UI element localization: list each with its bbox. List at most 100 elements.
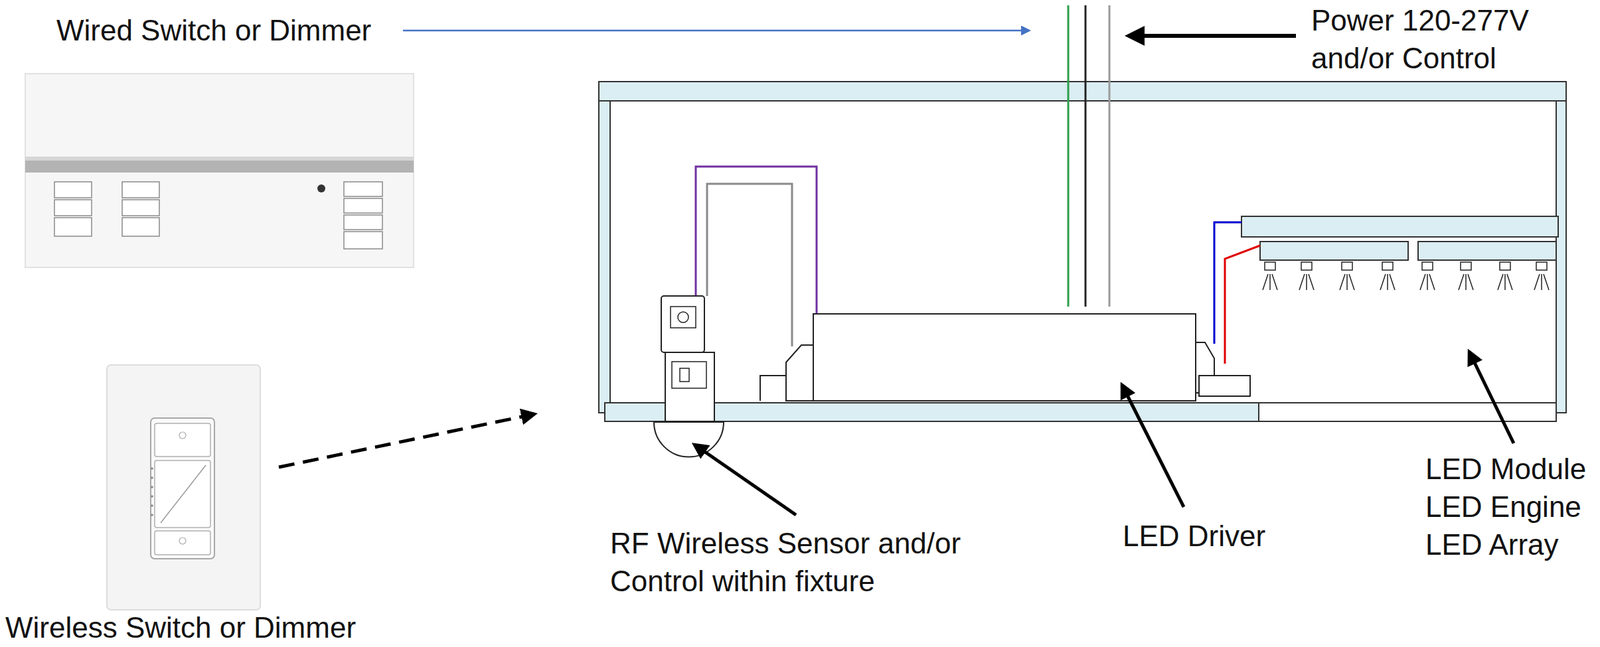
- light-ray: [1389, 274, 1395, 291]
- keypad-button: [343, 231, 383, 249]
- driver-label: LED Driver: [1122, 517, 1336, 556]
- light-ray: [1272, 274, 1278, 291]
- driver-body: [813, 314, 1196, 401]
- led-chip: [1341, 262, 1353, 271]
- keypad-button: [54, 181, 92, 198]
- leader-arrow: [1469, 351, 1514, 444]
- keypad-button: [54, 217, 92, 237]
- driver-tab: [760, 375, 787, 401]
- keypad-button: [343, 215, 383, 230]
- wired-keypad: [25, 73, 414, 268]
- keypad-button: [122, 217, 160, 237]
- led-chip: [1301, 262, 1312, 271]
- dimmer-led: [150, 504, 154, 508]
- led-chip: [1536, 262, 1547, 271]
- light-ray: [1429, 274, 1435, 291]
- led-board: [1260, 241, 1409, 261]
- sensor-label: RF Wireless Sensor and/or Control within…: [610, 524, 982, 601]
- light-ray: [1497, 274, 1504, 291]
- driver-tab: [1199, 375, 1251, 397]
- light-ray: [1308, 274, 1314, 291]
- light-ray: [1507, 274, 1513, 291]
- light-ray: [1458, 274, 1464, 291]
- dimmer-button: [154, 531, 211, 556]
- sensor-detail: [677, 312, 689, 323]
- keypad-band: [25, 160, 414, 173]
- keypad-plate: [25, 73, 414, 268]
- pointer-arrow: [402, 29, 1030, 32]
- dimmer-icon: [179, 537, 186, 545]
- keypad-button: [343, 181, 383, 197]
- led-driver: [760, 314, 1251, 401]
- leader-arrow: [694, 444, 797, 516]
- dimmer-rocker-line: [160, 465, 206, 524]
- switch-label: Wired Switch or Dimmer: [56, 14, 429, 47]
- light-ray: [1543, 274, 1549, 291]
- neutral-wire: [1108, 5, 1111, 307]
- module-label: LED Module LED Engine LED Array: [1425, 450, 1595, 564]
- housing-wall: [1556, 100, 1567, 413]
- rf-sensor: [653, 296, 724, 458]
- dimmer-led: [150, 476, 154, 480]
- dimmer-rocker: [154, 460, 211, 528]
- keypad-band-light: [25, 156, 414, 161]
- housing-top: [598, 81, 1567, 101]
- led-chip: [1499, 262, 1511, 271]
- light-ray: [1380, 274, 1386, 291]
- light-ray: [1305, 274, 1308, 291]
- led-emitters: [1262, 262, 1549, 291]
- dimmer-led: [150, 513, 154, 517]
- keypad-button: [343, 198, 383, 214]
- keypad-button: [54, 199, 92, 216]
- switch-label: Wireless Switch or Dimmer: [5, 612, 417, 644]
- leader-arrow: [1128, 33, 1296, 38]
- fixture-housing: [598, 81, 1567, 422]
- sensor-detail: [670, 306, 696, 328]
- sensor-detail: [671, 361, 707, 389]
- light-ray: [1386, 274, 1389, 291]
- dimmer-led: [150, 495, 154, 498]
- dim-wire: [707, 183, 793, 347]
- led-chip: [1264, 262, 1276, 271]
- led-chip: [1382, 262, 1393, 271]
- light-ray: [1504, 274, 1506, 291]
- keypad-button: [122, 181, 160, 198]
- housing-wall: [598, 100, 611, 413]
- keypad-sensor-dot: [317, 184, 326, 193]
- driver-cap: [786, 345, 814, 401]
- keypad-button: [122, 199, 160, 216]
- leader-arrow: [1121, 385, 1184, 508]
- sensor-head: [661, 296, 705, 353]
- power-label: Power 120-277V and/or Control: [1311, 1, 1541, 78]
- light-ray: [1349, 274, 1355, 291]
- led-wire: [1224, 245, 1261, 364]
- light-ray: [1299, 274, 1305, 291]
- light-ray: [1269, 274, 1271, 291]
- ground-wire: [1067, 5, 1070, 307]
- wireless-signal-arrow: [278, 414, 535, 468]
- sensor-body: [665, 352, 715, 422]
- dimmer-led: [150, 485, 154, 489]
- sensor-detail: [679, 368, 690, 382]
- dimmer-led: [150, 467, 154, 471]
- sensor-dome: [653, 422, 724, 458]
- line-wire: [1084, 5, 1087, 307]
- light-ray: [1540, 274, 1543, 291]
- led-board: [1418, 241, 1557, 261]
- light-ray: [1534, 274, 1540, 291]
- dim-wire: [695, 166, 817, 315]
- wireless-dimmer: [106, 365, 261, 611]
- light-ray: [1339, 274, 1346, 291]
- dimmer-button: [154, 423, 211, 457]
- dimmer-icon: [179, 432, 186, 439]
- light-ray: [1467, 274, 1474, 291]
- dimmer-plate: [106, 365, 261, 611]
- heat-sink: [1241, 216, 1559, 238]
- light-ray: [1420, 274, 1426, 291]
- led-wire: [1214, 222, 1242, 344]
- led-module: [1241, 216, 1559, 261]
- dimmer-body: [150, 418, 215, 560]
- light-ray: [1465, 274, 1467, 291]
- light-ray: [1426, 274, 1429, 291]
